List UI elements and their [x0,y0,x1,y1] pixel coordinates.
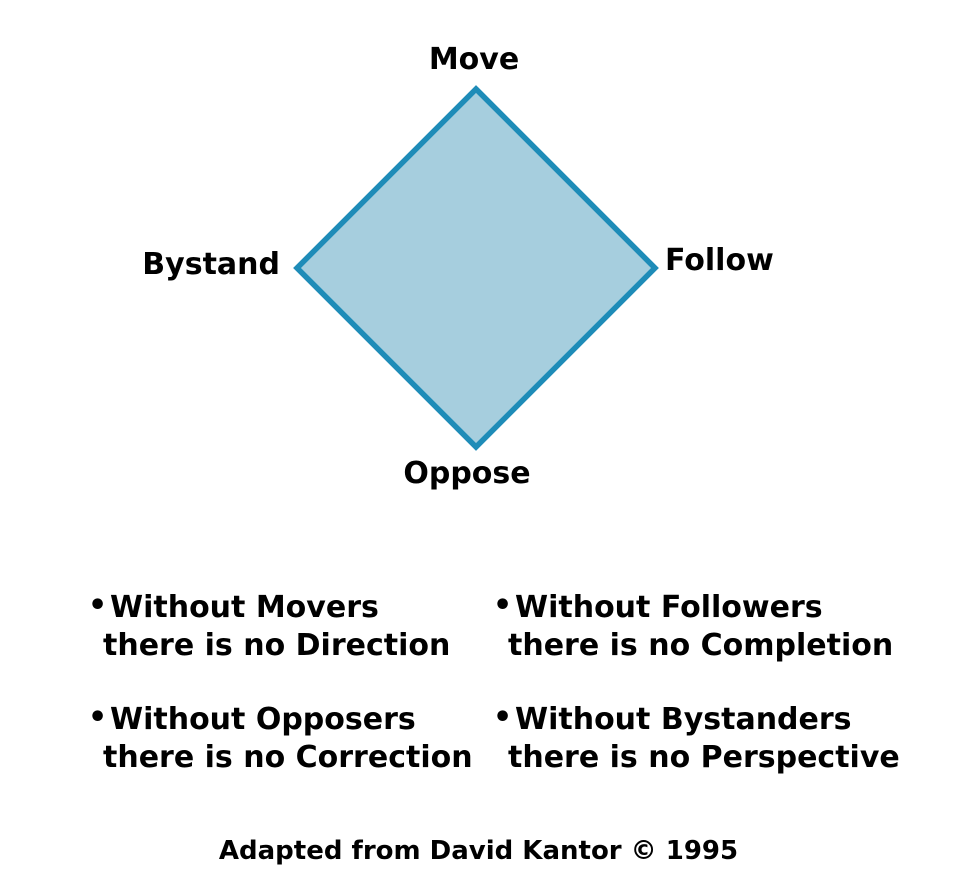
bullet-line-1: Without Bystanders [515,702,852,737]
vertex-label-oppose: Oppose [403,456,531,491]
vertex-label-move: Move [428,42,520,77]
bullet-line-1: Without Movers [110,590,379,625]
bullet-text: Without Followers there is no Completion [508,589,893,665]
bullet-text: Without Movers there is no Direction [103,589,450,665]
attribution-caption: Adapted from David Kantor © 1995 [218,836,739,866]
bullet-line-2: there is no Direction [103,628,451,663]
bullet-line-1: Without Followers [515,590,823,625]
bullet-line-2: there is no Perspective [508,740,900,775]
diamond-shape [293,85,659,451]
bullet-line-2: there is no Correction [103,740,473,775]
bullet-dot-icon: • [493,700,513,735]
bullet-dot-icon: • [88,588,108,623]
bullet-without-opposers: • Without Opposers there is no Correctio… [88,700,473,777]
bullet-line-1: Without Opposers [110,702,416,737]
bullet-text: Without Opposers there is no Correction [103,701,473,777]
bullet-text: Without Bystanders there is no Perspecti… [508,701,900,777]
vertex-label-follow: Follow [665,243,774,278]
bullet-dot-icon: • [88,700,108,735]
bullet-line-2: there is no Completion [508,628,894,663]
bullet-without-followers: • Without Followers there is no Completi… [493,588,893,665]
bullet-without-movers: • Without Movers there is no Direction [88,588,450,665]
bullet-dot-icon: • [493,588,513,623]
bullet-without-bystanders: • Without Bystanders there is no Perspec… [493,700,900,777]
vertex-label-bystand: Bystand [142,247,280,282]
